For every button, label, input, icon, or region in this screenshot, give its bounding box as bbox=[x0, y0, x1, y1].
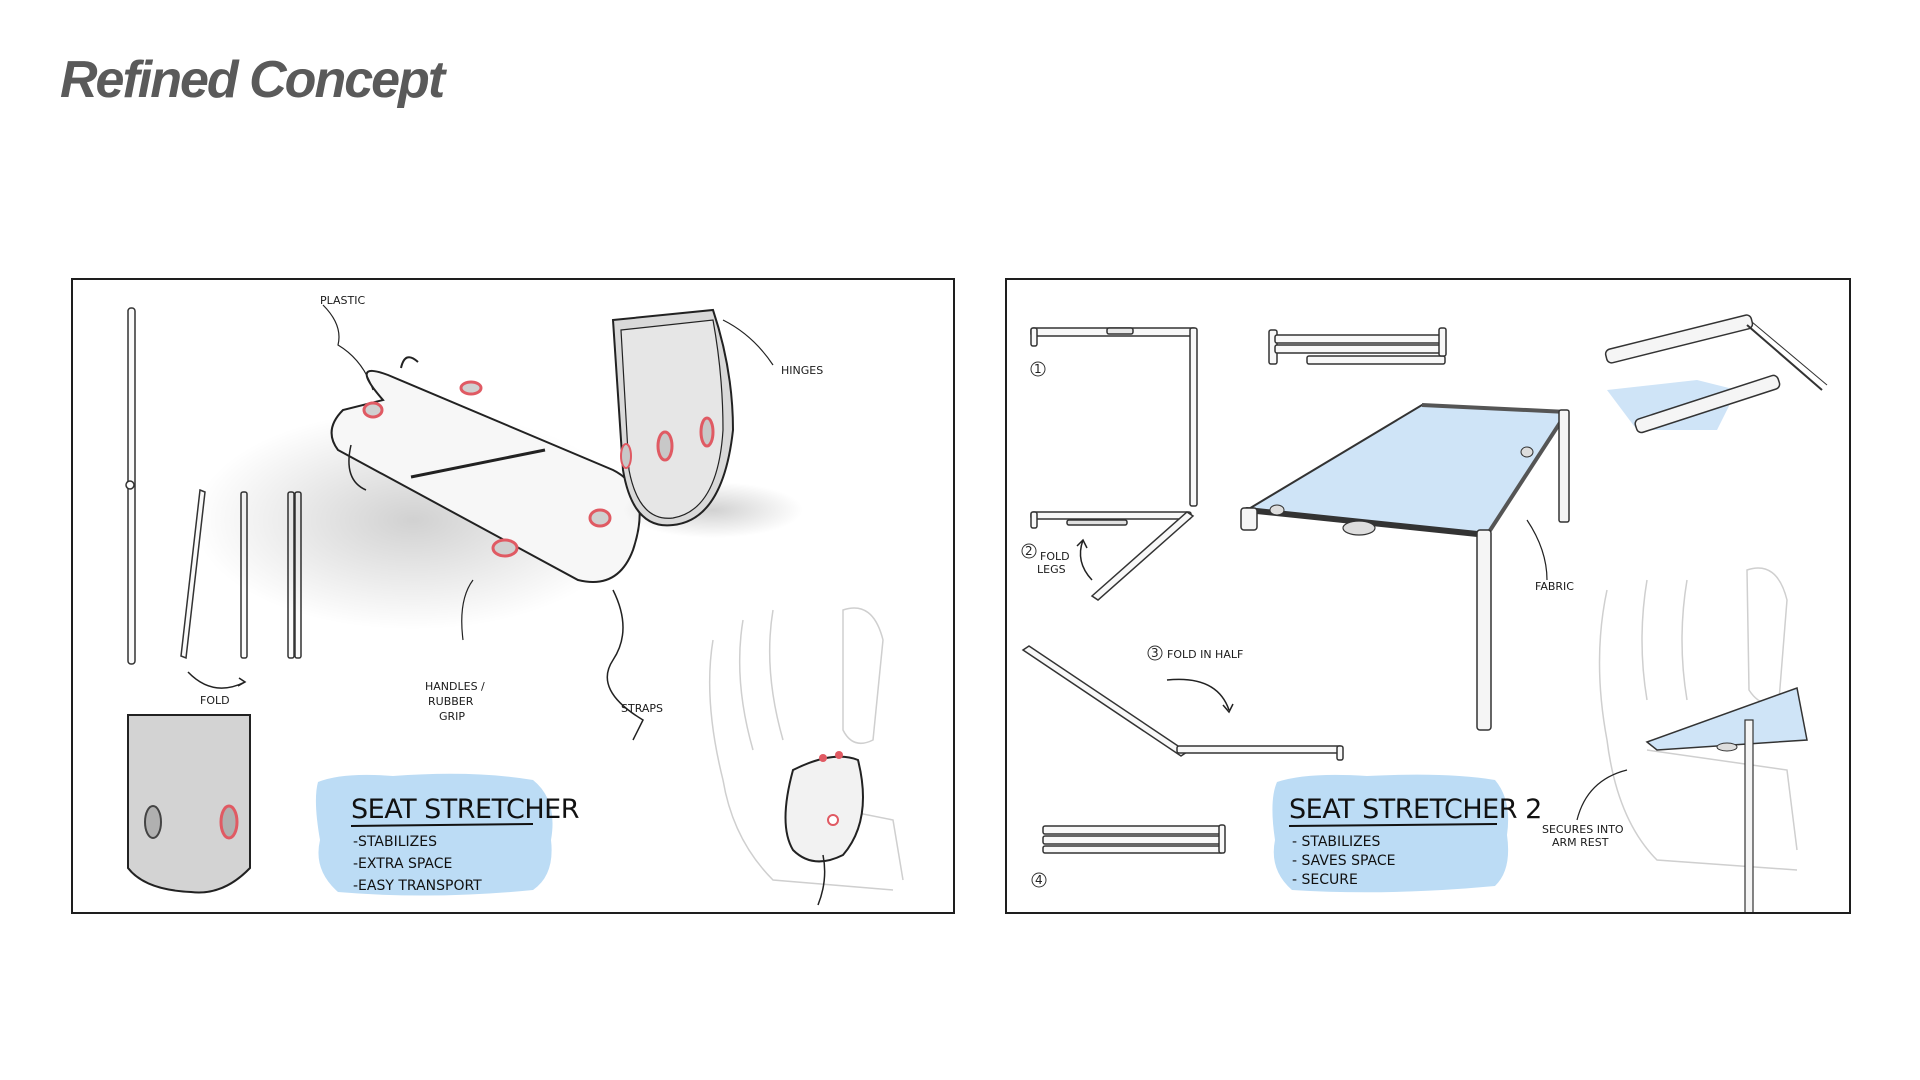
board-open-sketch bbox=[330, 356, 644, 741]
bars-collapsed-sketch bbox=[1268, 327, 1447, 365]
step-1-number: 1 bbox=[1034, 362, 1042, 376]
label-fold-legs-2: LEGS bbox=[1037, 563, 1066, 576]
label-fold-legs-1: FOLD bbox=[1040, 550, 1070, 563]
label-handles-1: HANDLES / bbox=[425, 680, 485, 693]
rod-extended-sketch bbox=[125, 307, 136, 665]
stretcher-folded-top-sketch bbox=[1604, 314, 1828, 434]
seat-stretcher-sketch: FOLD PLASTIC HANDLES / RUBBER GRIP STRAP… bbox=[125, 294, 904, 906]
board-in-seat-sketch bbox=[784, 751, 864, 906]
label-straps: STRAPS bbox=[621, 702, 663, 715]
card-title-seat-stretcher-2: SEAT STRETCHER 2 bbox=[1289, 794, 1542, 825]
label-fold: FOLD bbox=[200, 694, 230, 707]
concept-panel-seat-stretcher-2: 1 F bbox=[1005, 278, 1851, 914]
concept-panel-seat-stretcher: FOLD PLASTIC HANDLES / RUBBER GRIP STRAP… bbox=[71, 278, 955, 914]
fold-arrow bbox=[187, 671, 246, 689]
label-fold-in-half: FOLD IN HALF bbox=[1167, 648, 1243, 661]
card2-item-1: - STABILIZES bbox=[1292, 834, 1381, 850]
frame-step-1-sketch bbox=[1030, 327, 1198, 507]
cot-open-sketch bbox=[1240, 403, 1570, 731]
label-hinges: HINGES bbox=[781, 364, 823, 377]
label-secures-1: SECURES INTO bbox=[1542, 823, 1624, 836]
label-secures-2: ARM REST bbox=[1552, 836, 1609, 849]
card-item-2: -EXTRA SPACE bbox=[353, 856, 452, 872]
board-folded-front-sketch bbox=[127, 714, 251, 894]
card2-item-2: - SAVES SPACE bbox=[1292, 853, 1395, 869]
card-item-3: -EASY TRANSPORT bbox=[353, 878, 482, 894]
seat-stretcher-2-sketch: 1 F bbox=[1021, 314, 1828, 912]
step-4-number: 4 bbox=[1035, 873, 1043, 887]
seat-stretcher-2-card: SEAT STRETCHER 2 - STABILIZES - SAVES SP… bbox=[1272, 774, 1542, 893]
step-2-number: 2 bbox=[1025, 544, 1033, 558]
page-title: Refined Concept bbox=[60, 51, 445, 109]
frame-step-3-sketch bbox=[1021, 645, 1344, 761]
label-fabric: FABRIC bbox=[1535, 580, 1574, 593]
label-handles-2: RUBBER bbox=[428, 695, 474, 708]
card2-item-3: - SECURE bbox=[1292, 872, 1358, 888]
card-title-seat-stretcher: SEAT STRETCHER bbox=[351, 794, 579, 825]
seat-stretcher-card: SEAT STRETCHER -STABILIZES -EXTRA SPACE … bbox=[315, 773, 579, 896]
frame-step-2-sketch bbox=[1030, 511, 1195, 601]
step-3-number: 3 bbox=[1151, 646, 1159, 660]
airplane-seat-cot-sketch bbox=[1598, 567, 1808, 912]
label-handles-3: GRIP bbox=[439, 710, 465, 723]
card-item-1: -STABILIZES bbox=[353, 834, 437, 850]
label-plastic: PLASTIC bbox=[320, 294, 365, 307]
board-folded-sketch bbox=[611, 308, 803, 538]
frame-step-4-sketch bbox=[1042, 824, 1226, 854]
